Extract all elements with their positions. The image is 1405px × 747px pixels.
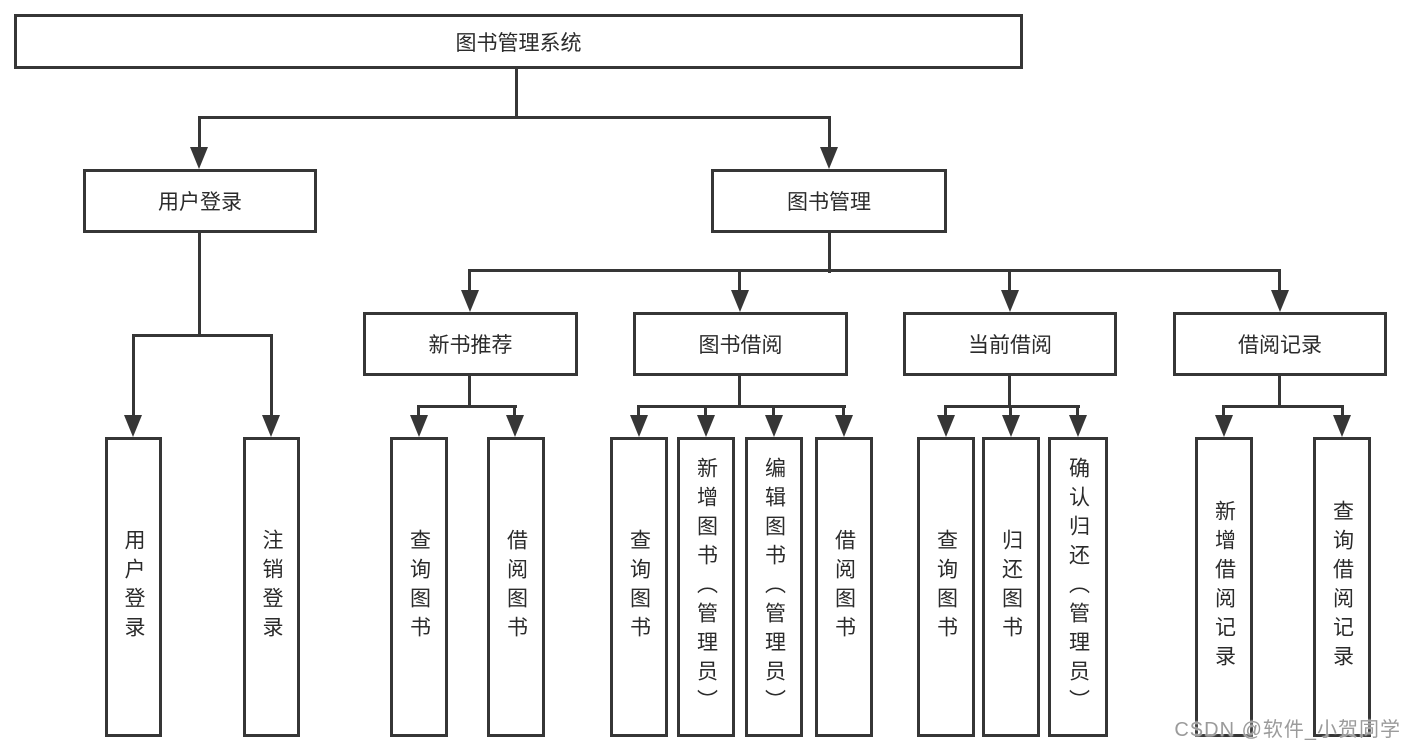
connector-leaf-stem (842, 405, 845, 419)
csdn-watermark: CSDN @软件_小贺同学 (1174, 719, 1401, 741)
connector-leaf-stem (1076, 405, 1079, 419)
leaf-user-login: 用户登录 (105, 437, 162, 737)
leaf-search-books: 查询图书 (610, 437, 668, 737)
leaf-logout: 注销登录 (243, 437, 300, 737)
arrow-down-icon (1001, 290, 1019, 312)
connector-root-drop (515, 67, 518, 118)
connector-user-login-drop (198, 231, 201, 337)
arrow-down-icon (506, 415, 524, 437)
connector-leaf-stem (772, 405, 775, 419)
arrow-down-icon (835, 415, 853, 437)
connector-leaf-stem (704, 405, 707, 419)
node-book-management: 图书管理 (711, 169, 947, 233)
leaf-confirm-return-admin: 确认归还（管理员） (1048, 437, 1108, 737)
arrow-down-icon (1002, 415, 1020, 437)
arrow-down-icon (262, 415, 280, 437)
arrow-down-icon (190, 147, 208, 169)
connector-level3-stem (1008, 269, 1011, 292)
node-current-borrowing: 当前借阅 (903, 312, 1117, 376)
leaf-borrow-books: 借阅图书 (815, 437, 873, 737)
connector-leaf-stem (270, 334, 273, 417)
arrow-down-icon (1215, 415, 1233, 437)
connector-user-login-bus (132, 334, 273, 337)
leaf-search-books: 查询图书 (390, 437, 448, 737)
connector-level3-stem (738, 269, 741, 292)
node-borrowing-records: 借阅记录 (1173, 312, 1387, 376)
connector-book-mgmt-stem (828, 116, 831, 149)
leaf-add-books-admin: 新增图书（管理员） (677, 437, 735, 737)
leaf-return-books: 归还图书 (982, 437, 1040, 737)
arrow-down-icon (1333, 415, 1351, 437)
leaf-search-books: 查询图书 (917, 437, 975, 737)
connector-leaf-stem (944, 405, 947, 419)
arrow-down-icon (124, 415, 142, 437)
connector-leaf-stem (1222, 405, 1225, 419)
leaf-edit-books-admin: 编辑图书（管理员） (745, 437, 803, 737)
connector-group-drop (1278, 374, 1281, 408)
connector-group-drop (468, 374, 471, 408)
arrow-down-icon (697, 415, 715, 437)
connector-group-bus (1222, 405, 1344, 408)
connector-leaf-stem (513, 405, 516, 419)
connector-user-login-stem (198, 116, 201, 149)
arrow-down-icon (937, 415, 955, 437)
leaf-borrow-books: 借阅图书 (487, 437, 545, 737)
arrow-down-icon (630, 415, 648, 437)
connector-group-drop (1008, 374, 1011, 408)
connector-leaf-stem (1009, 405, 1012, 419)
connector-level3-stem (1278, 269, 1281, 292)
leaf-search-borrow-record: 查询借阅记录 (1313, 437, 1371, 737)
connector-leaf-stem (417, 405, 420, 419)
node-new-book-recommendation: 新书推荐 (363, 312, 578, 376)
arrow-down-icon (461, 290, 479, 312)
connector-group-bus (417, 405, 517, 408)
connector-leaf-stem (132, 334, 135, 417)
node-book-borrowing: 图书借阅 (633, 312, 848, 376)
arrow-down-icon (765, 415, 783, 437)
connector-leaf-stem (637, 405, 640, 419)
arrow-down-icon (820, 147, 838, 169)
connector-level2-bus (198, 116, 831, 119)
arrow-down-icon (731, 290, 749, 312)
connector-book-mgmt-drop (828, 231, 831, 273)
connector-group-bus (944, 405, 1080, 408)
node-user-login: 用户登录 (83, 169, 317, 233)
connector-level3-bus (468, 269, 1281, 272)
arrow-down-icon (1271, 290, 1289, 312)
connector-level3-stem (468, 269, 471, 292)
arrow-down-icon (1069, 415, 1087, 437)
connector-leaf-stem (1341, 405, 1344, 419)
node-library-management-system: 图书管理系统 (14, 14, 1023, 69)
connector-group-bus (637, 405, 846, 408)
connector-group-drop (738, 374, 741, 408)
leaf-add-borrow-record: 新增借阅记录 (1195, 437, 1253, 737)
arrow-down-icon (410, 415, 428, 437)
